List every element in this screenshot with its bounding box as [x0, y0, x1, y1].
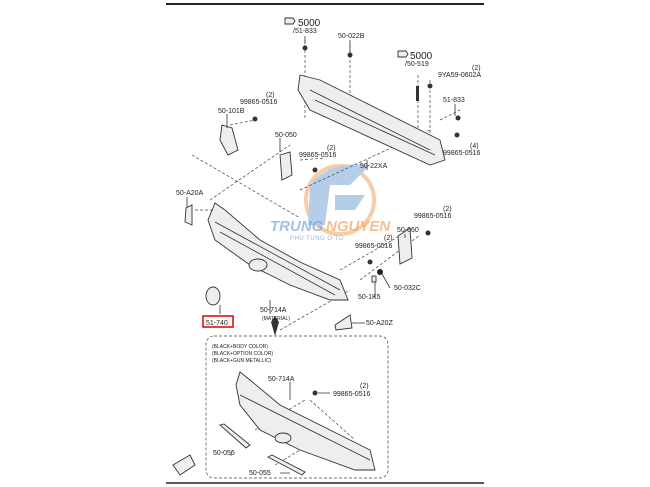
radiator-grille-variant[interactable] [235, 371, 376, 471]
grille-emblem-mount [248, 258, 268, 272]
qty: (2) [360, 383, 369, 390]
label-50-050[interactable]: 50-050 [275, 132, 297, 139]
label-51-740[interactable]: 51-740 [206, 320, 228, 327]
label-9YA59-0602A[interactable]: 9YA59-0602A [438, 72, 481, 79]
fastener-icons [252, 45, 461, 396]
qty: (4) [470, 143, 479, 150]
label-99865-0516[interactable]: 99865-0516 [299, 152, 336, 159]
qty: (2) [327, 145, 336, 152]
variant-note-gun-metallic: (BLACK+GUN METALLIC) [212, 358, 272, 364]
qty: (2) [443, 206, 452, 213]
label-50-032C[interactable]: 50-032C [394, 285, 421, 292]
watermark-brand-2: NGUYEN [326, 218, 391, 235]
callout-ref-2-sub: /50-519 [405, 61, 429, 68]
label-99865-0516[interactable]: 99865-0516 [333, 391, 370, 398]
label-99865-0516[interactable]: 99865-0516 [443, 150, 480, 157]
watermark-brand-1: TRUNG [270, 218, 324, 235]
variant-note-option-color: (BLACK+OPTION COLOR) [212, 351, 273, 357]
label-50-A20A[interactable]: 50-A20A [176, 190, 204, 197]
molding-50-056[interactable] [219, 423, 251, 449]
material-note: (MATERIAL) [262, 316, 290, 322]
qty: (2) [384, 235, 393, 242]
qty: (2) [266, 92, 275, 99]
label-50-022B[interactable]: 50-022B [338, 33, 365, 40]
label-50-A20Z[interactable]: 50-A20Z [366, 320, 394, 327]
highlight-box [202, 315, 234, 328]
label-50-714A-variant[interactable]: 50-714A [268, 376, 295, 383]
emblem-51-740[interactable] [205, 286, 221, 306]
label-99865-0516[interactable]: 99865-0516 [240, 99, 277, 106]
label-50-101B[interactable]: 50-101B [218, 108, 245, 115]
label-99865-0516[interactable]: 99865-0516 [414, 213, 451, 220]
callout-ref-1: 5000 [298, 18, 321, 29]
callout-ref-2: 5000 [410, 51, 433, 62]
qty: (2) [472, 65, 481, 72]
reference-callout-icon [397, 50, 409, 58]
variant-note-body-color: (BLACK+BODY COLOR) [212, 344, 268, 350]
label-50-714A[interactable]: 50-714A [260, 307, 287, 314]
label-50-056[interactable]: 50-056 [213, 450, 235, 457]
grille-variant-emblem-mount [274, 432, 292, 444]
label-50-060[interactable]: 50-060 [397, 227, 419, 234]
front-direction-arrow-icon [172, 454, 196, 476]
bracket-50-101B[interactable] [219, 124, 239, 156]
label-50-22XA[interactable]: 50-22XA [360, 163, 388, 170]
clip-50-032C[interactable] [377, 269, 383, 275]
molding-50-055[interactable] [267, 454, 306, 476]
label-50-1K5[interactable]: 50-1K5 [358, 294, 381, 301]
watermark-tagline: PHỤ TÙNG Ô TÔ [290, 235, 344, 242]
bracket-50-060[interactable] [397, 227, 413, 265]
label-50-055[interactable]: 50-055 [249, 470, 271, 477]
callout-ref-1-sub: /51-833 [293, 28, 317, 35]
label-99865-0516[interactable]: 99865-0516 [355, 243, 392, 250]
bracket-50-050[interactable] [279, 151, 293, 181]
clip-50-1K5[interactable] [371, 275, 377, 283]
variant-box [205, 335, 389, 479]
clip-50-A20A[interactable] [184, 204, 193, 226]
label-51-833[interactable]: 51-833 [443, 97, 465, 104]
clip-50-A20Z[interactable] [334, 314, 353, 331]
reference-callout-icon [284, 17, 296, 25]
